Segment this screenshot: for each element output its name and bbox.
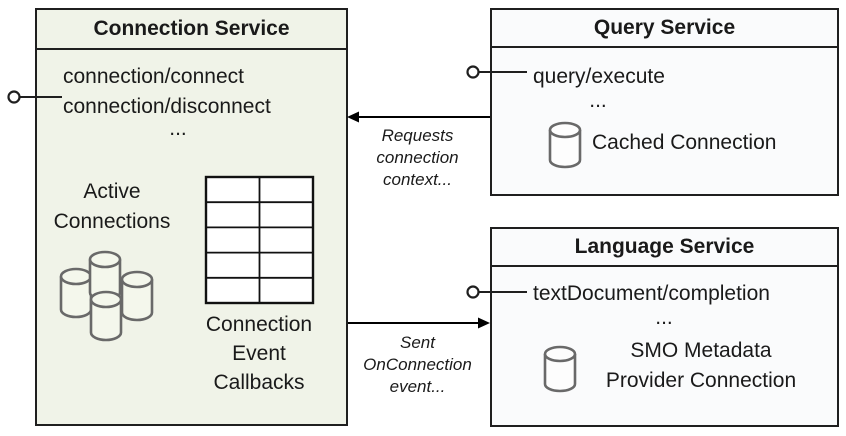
connection-event-callbacks-label: Connection Event Callbacks <box>195 310 323 397</box>
requests-label-line3: context... <box>383 170 452 189</box>
connections-table-graphic <box>204 175 315 305</box>
sent-label-line3: event... <box>389 377 446 396</box>
method-query-execute: query/execute <box>533 65 665 88</box>
requests-label-line1: Requests <box>381 126 454 145</box>
requests-label-line2: connection <box>376 148 459 167</box>
query-methods-ellipsis: ... <box>589 89 607 112</box>
provider-line2: Provider Connection <box>605 369 797 392</box>
active-connections-cluster-icon <box>59 250 154 342</box>
sent-label-line1: Sent <box>400 333 435 352</box>
active-connections-line2: Connections <box>53 210 171 233</box>
connection-service-title: Connection Service <box>37 10 346 50</box>
sent-onconnection-event-label: Sent OnConnection event... <box>352 332 483 398</box>
language-service-box: Language Service textDocument/completion… <box>490 227 839 427</box>
language-methods-ellipsis: ... <box>655 306 673 329</box>
method-connection-connect: connection/connect <box>63 65 244 88</box>
callbacks-line3: Callbacks <box>213 371 305 394</box>
active-connections-line1: Active <box>83 180 141 203</box>
callbacks-line1: Connection <box>205 313 313 336</box>
smo-metadata-provider-label: SMO Metadata Provider Connection <box>587 336 815 396</box>
connection-methods-ellipsis: ... <box>169 117 187 140</box>
active-connections-label: Active Connections <box>37 177 187 237</box>
connection-service-box: Connection Service connection/connect co… <box>35 8 348 426</box>
language-service-title: Language Service <box>492 229 837 267</box>
connection-to-language-arrow <box>348 317 490 329</box>
callbacks-line2: Event <box>232 342 286 365</box>
query-to-connection-arrow <box>347 111 490 123</box>
database-cylinder-icon <box>548 121 582 169</box>
query-service-box: Query Service query/execute ... Cached C… <box>490 8 839 196</box>
connection-methods: connection/connect connection/disconnect <box>63 62 271 122</box>
method-textdocument-completion: textDocument/completion <box>533 282 770 305</box>
method-connection-disconnect: connection/disconnect <box>63 95 271 118</box>
provider-line1: SMO Metadata <box>630 339 772 362</box>
query-service-title: Query Service <box>492 10 837 48</box>
database-cylinder-icon <box>543 345 577 393</box>
cached-connection-label: Cached Connection <box>592 131 777 154</box>
sent-label-line2: OnConnection <box>363 355 472 374</box>
requests-connection-context-label: Requests connection context... <box>355 125 480 191</box>
